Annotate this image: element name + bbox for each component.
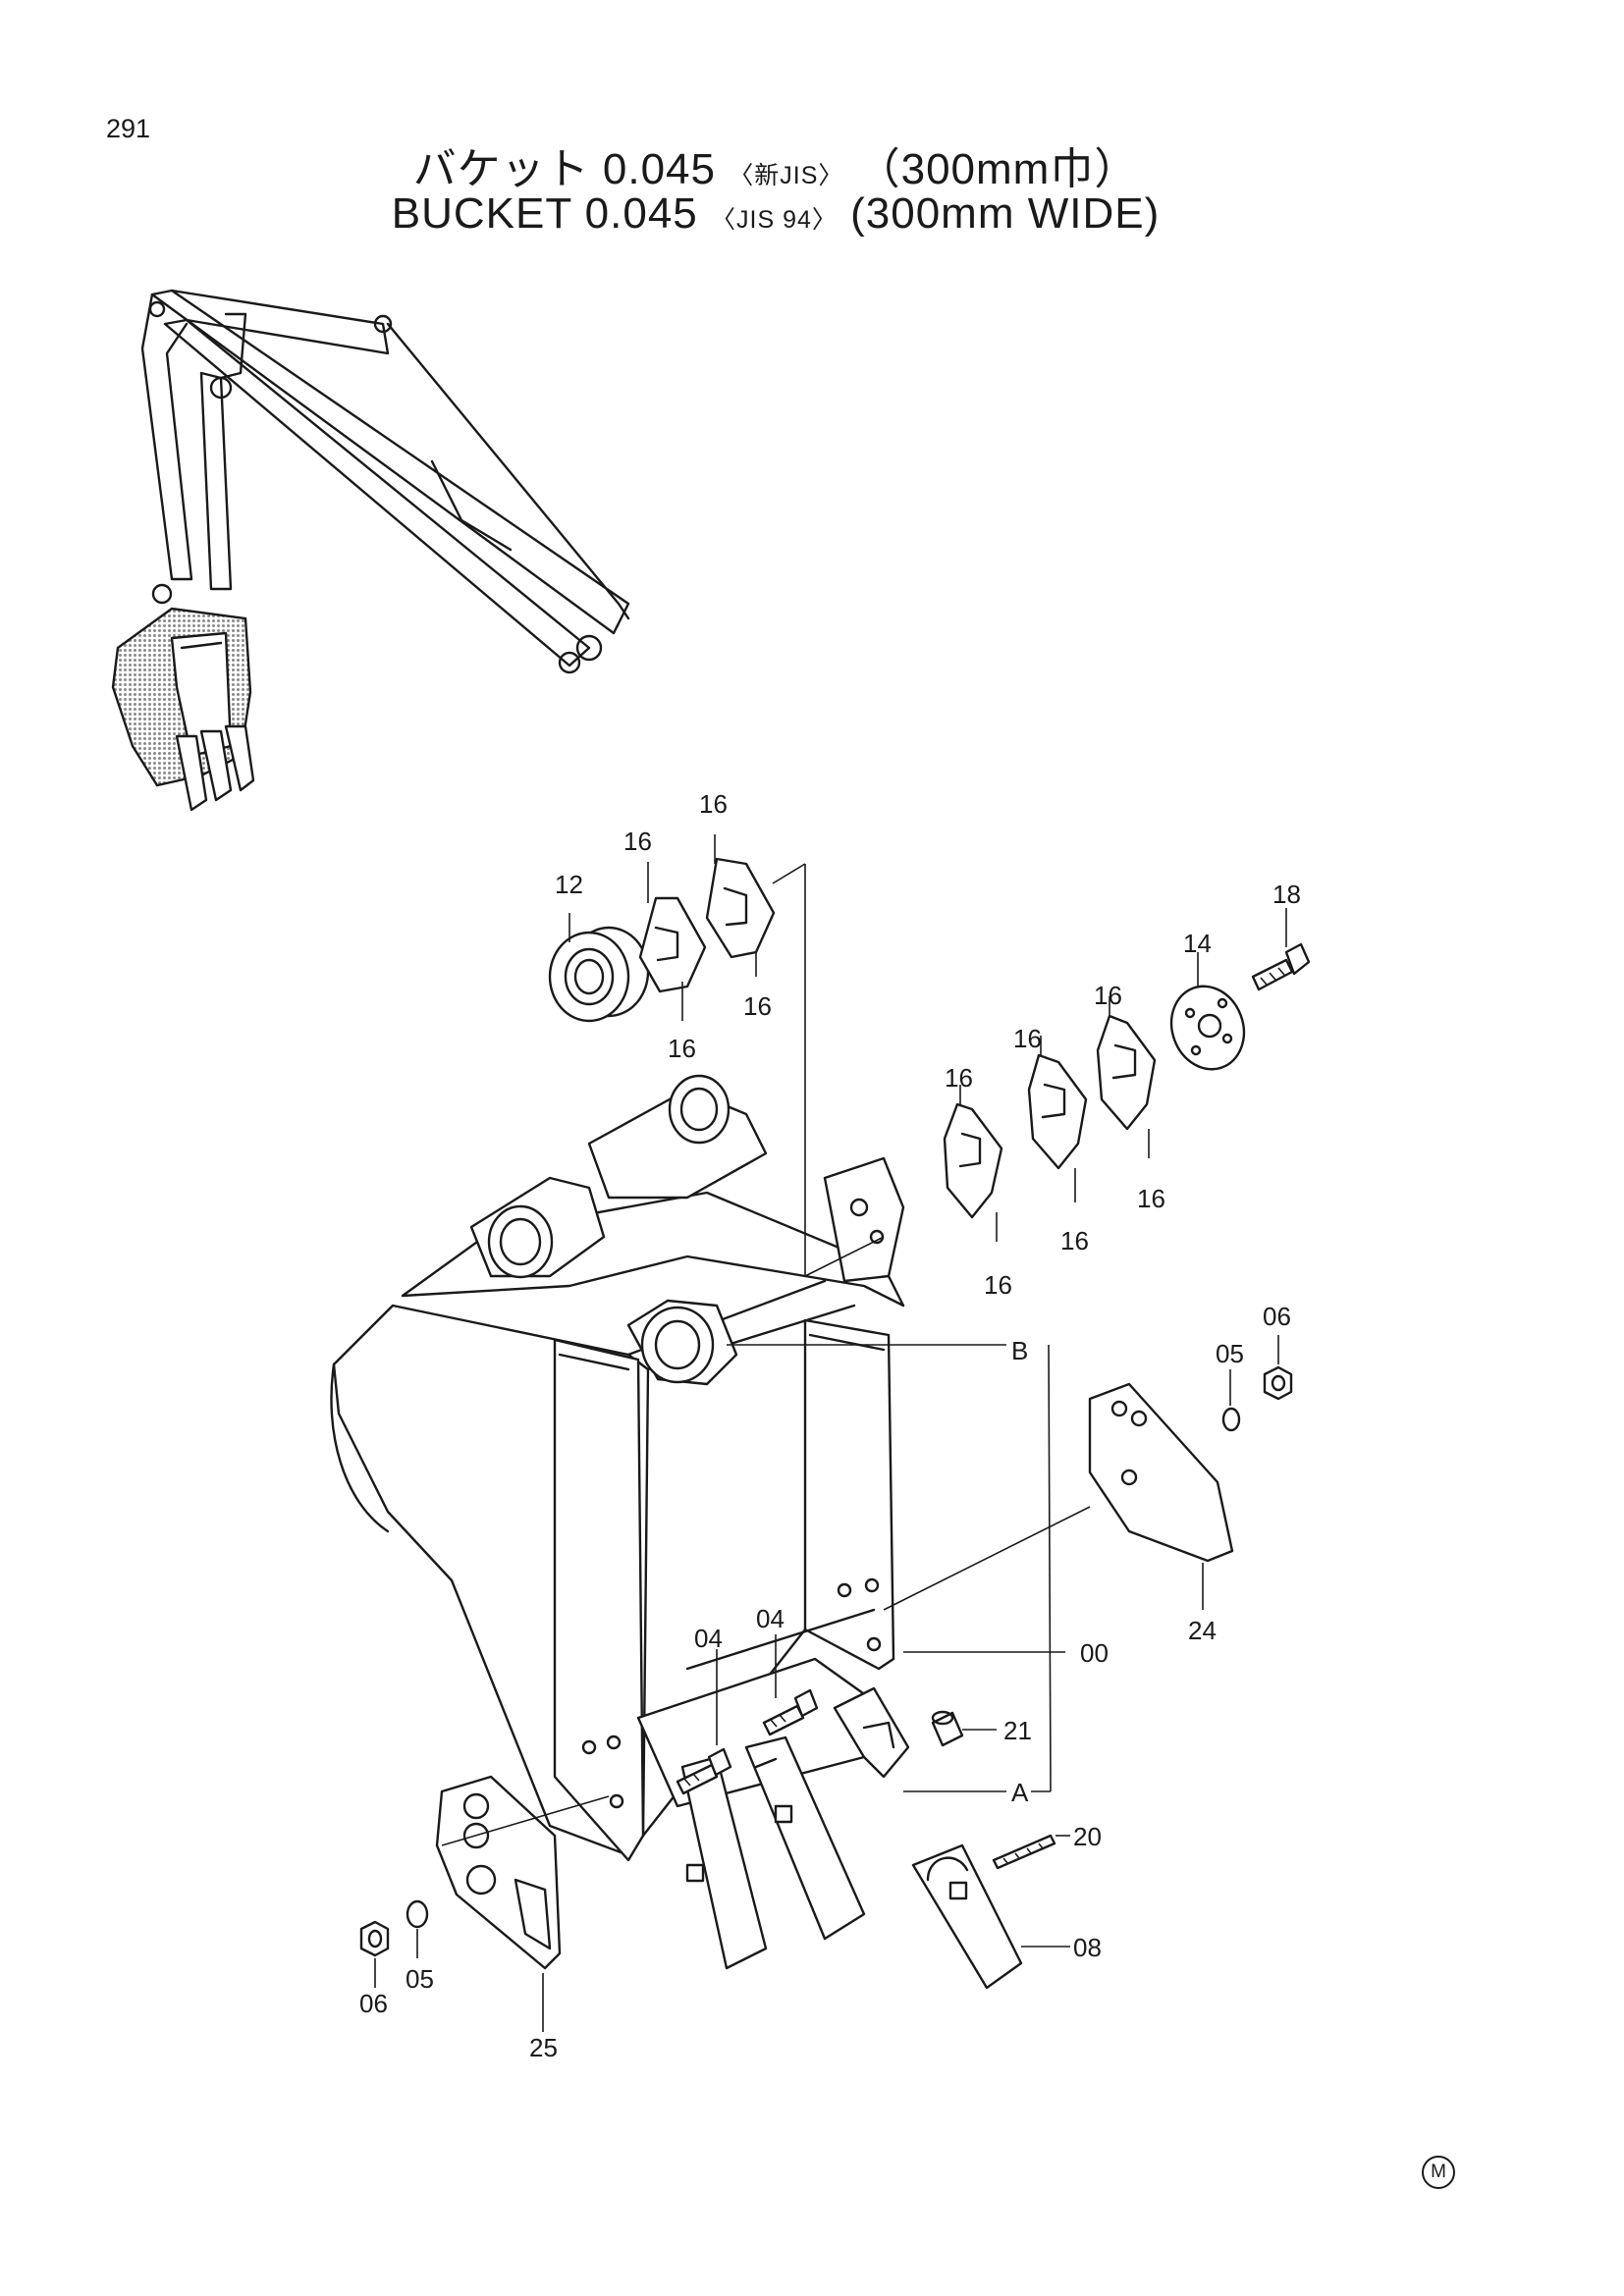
- callout-05-right: 05: [1216, 1339, 1244, 1368]
- callout-04-right: 04: [756, 1604, 785, 1633]
- callout-21: 21: [1003, 1716, 1032, 1745]
- shim-16-right-1: [943, 1102, 1003, 1219]
- shim-16-upper-right: [705, 857, 776, 959]
- title-english: BUCKET 0.045 〈JIS 94〉 (300mm WIDE): [0, 189, 1551, 239]
- callout-ref-b: B: [1011, 1336, 1028, 1365]
- callout-16-f: 16: [984, 1270, 1012, 1300]
- callout-00: 00: [1080, 1638, 1109, 1668]
- bolt-18: [1251, 942, 1311, 991]
- title-japanese: バケット 0.045 〈新JIS〉 （300mm巾）: [0, 133, 1551, 196]
- shim-16-upper-left: [638, 896, 707, 993]
- pin-collar-12: [548, 926, 650, 1023]
- callout-16-e: 16: [945, 1063, 973, 1093]
- callout-16-j: 16: [1137, 1184, 1165, 1213]
- part-callouts: 12 16 16 16 16 16 16 16 16 16 16 14 18 0…: [359, 789, 1301, 2062]
- cutting-edge: [636, 1657, 886, 1970]
- callout-16-d: 16: [668, 1034, 696, 1063]
- page-number: 291: [106, 114, 151, 143]
- callout-16-g: 16: [1013, 1024, 1042, 1053]
- bolt-04-a: [676, 1747, 732, 1795]
- callout-ref-a: A: [1011, 1778, 1029, 1807]
- callout-16-a: 16: [623, 827, 652, 856]
- callout-12: 12: [555, 870, 583, 899]
- washer-14: [1169, 985, 1246, 1071]
- callout-20: 20: [1073, 1822, 1102, 1851]
- title-jp-jis: 〈新JIS〉: [729, 162, 844, 189]
- callout-25: 25: [529, 2033, 558, 2062]
- boss-ears: [469, 1074, 905, 1386]
- shim-16-right-2: [1027, 1053, 1088, 1170]
- lock-washer-05-left: [406, 1899, 429, 1929]
- leader-lines: [374, 834, 1287, 2032]
- shim-16-right-3: [1096, 1014, 1157, 1131]
- title-en-suffix: (300mm WIDE): [850, 189, 1161, 238]
- callout-16-b: 16: [699, 789, 728, 819]
- callout-05-left: 05: [406, 1964, 434, 1994]
- bolt-04-b: [762, 1688, 819, 1736]
- side-cutter-25: [435, 1775, 562, 1970]
- callout-16-h: 16: [1060, 1226, 1089, 1255]
- callout-16-i: 16: [1094, 981, 1122, 1010]
- lock-washer-05-right: [1221, 1407, 1241, 1432]
- title-en-prefix: BUCKET 0.045: [391, 189, 698, 238]
- callout-14: 14: [1183, 929, 1212, 958]
- tooth-08: [911, 1843, 1023, 1990]
- circled-m-mark: M: [1422, 2156, 1455, 2189]
- callout-16-c: 16: [743, 991, 772, 1021]
- bucket-body-00: [330, 1191, 905, 1862]
- callout-06-left: 06: [359, 1989, 388, 2018]
- title-jp-prefix: バケット 0.045: [412, 145, 717, 193]
- side-cutter-24: [1088, 1382, 1234, 1563]
- tooth-adapter-21: [833, 1686, 910, 1779]
- callout-08: 08: [1073, 1933, 1102, 1962]
- callout-18: 18: [1272, 880, 1301, 909]
- nut-06-left: [359, 1920, 390, 1957]
- nut-06-right: [1263, 1365, 1293, 1401]
- arm: [140, 293, 247, 591]
- spring-pin-20: [992, 1834, 1056, 1870]
- boom: [150, 289, 630, 674]
- excavator-arm-overview: [111, 289, 630, 812]
- callout-06-right: 06: [1263, 1302, 1291, 1331]
- callout-04-left: 04: [694, 1624, 723, 1653]
- title-jp-suffix: （300mm巾）: [856, 145, 1139, 193]
- callout-24: 24: [1188, 1616, 1217, 1645]
- title-en-jis: 〈JIS 94〉: [711, 206, 838, 234]
- pin-21: [931, 1710, 964, 1747]
- overview-bucket: [111, 583, 255, 812]
